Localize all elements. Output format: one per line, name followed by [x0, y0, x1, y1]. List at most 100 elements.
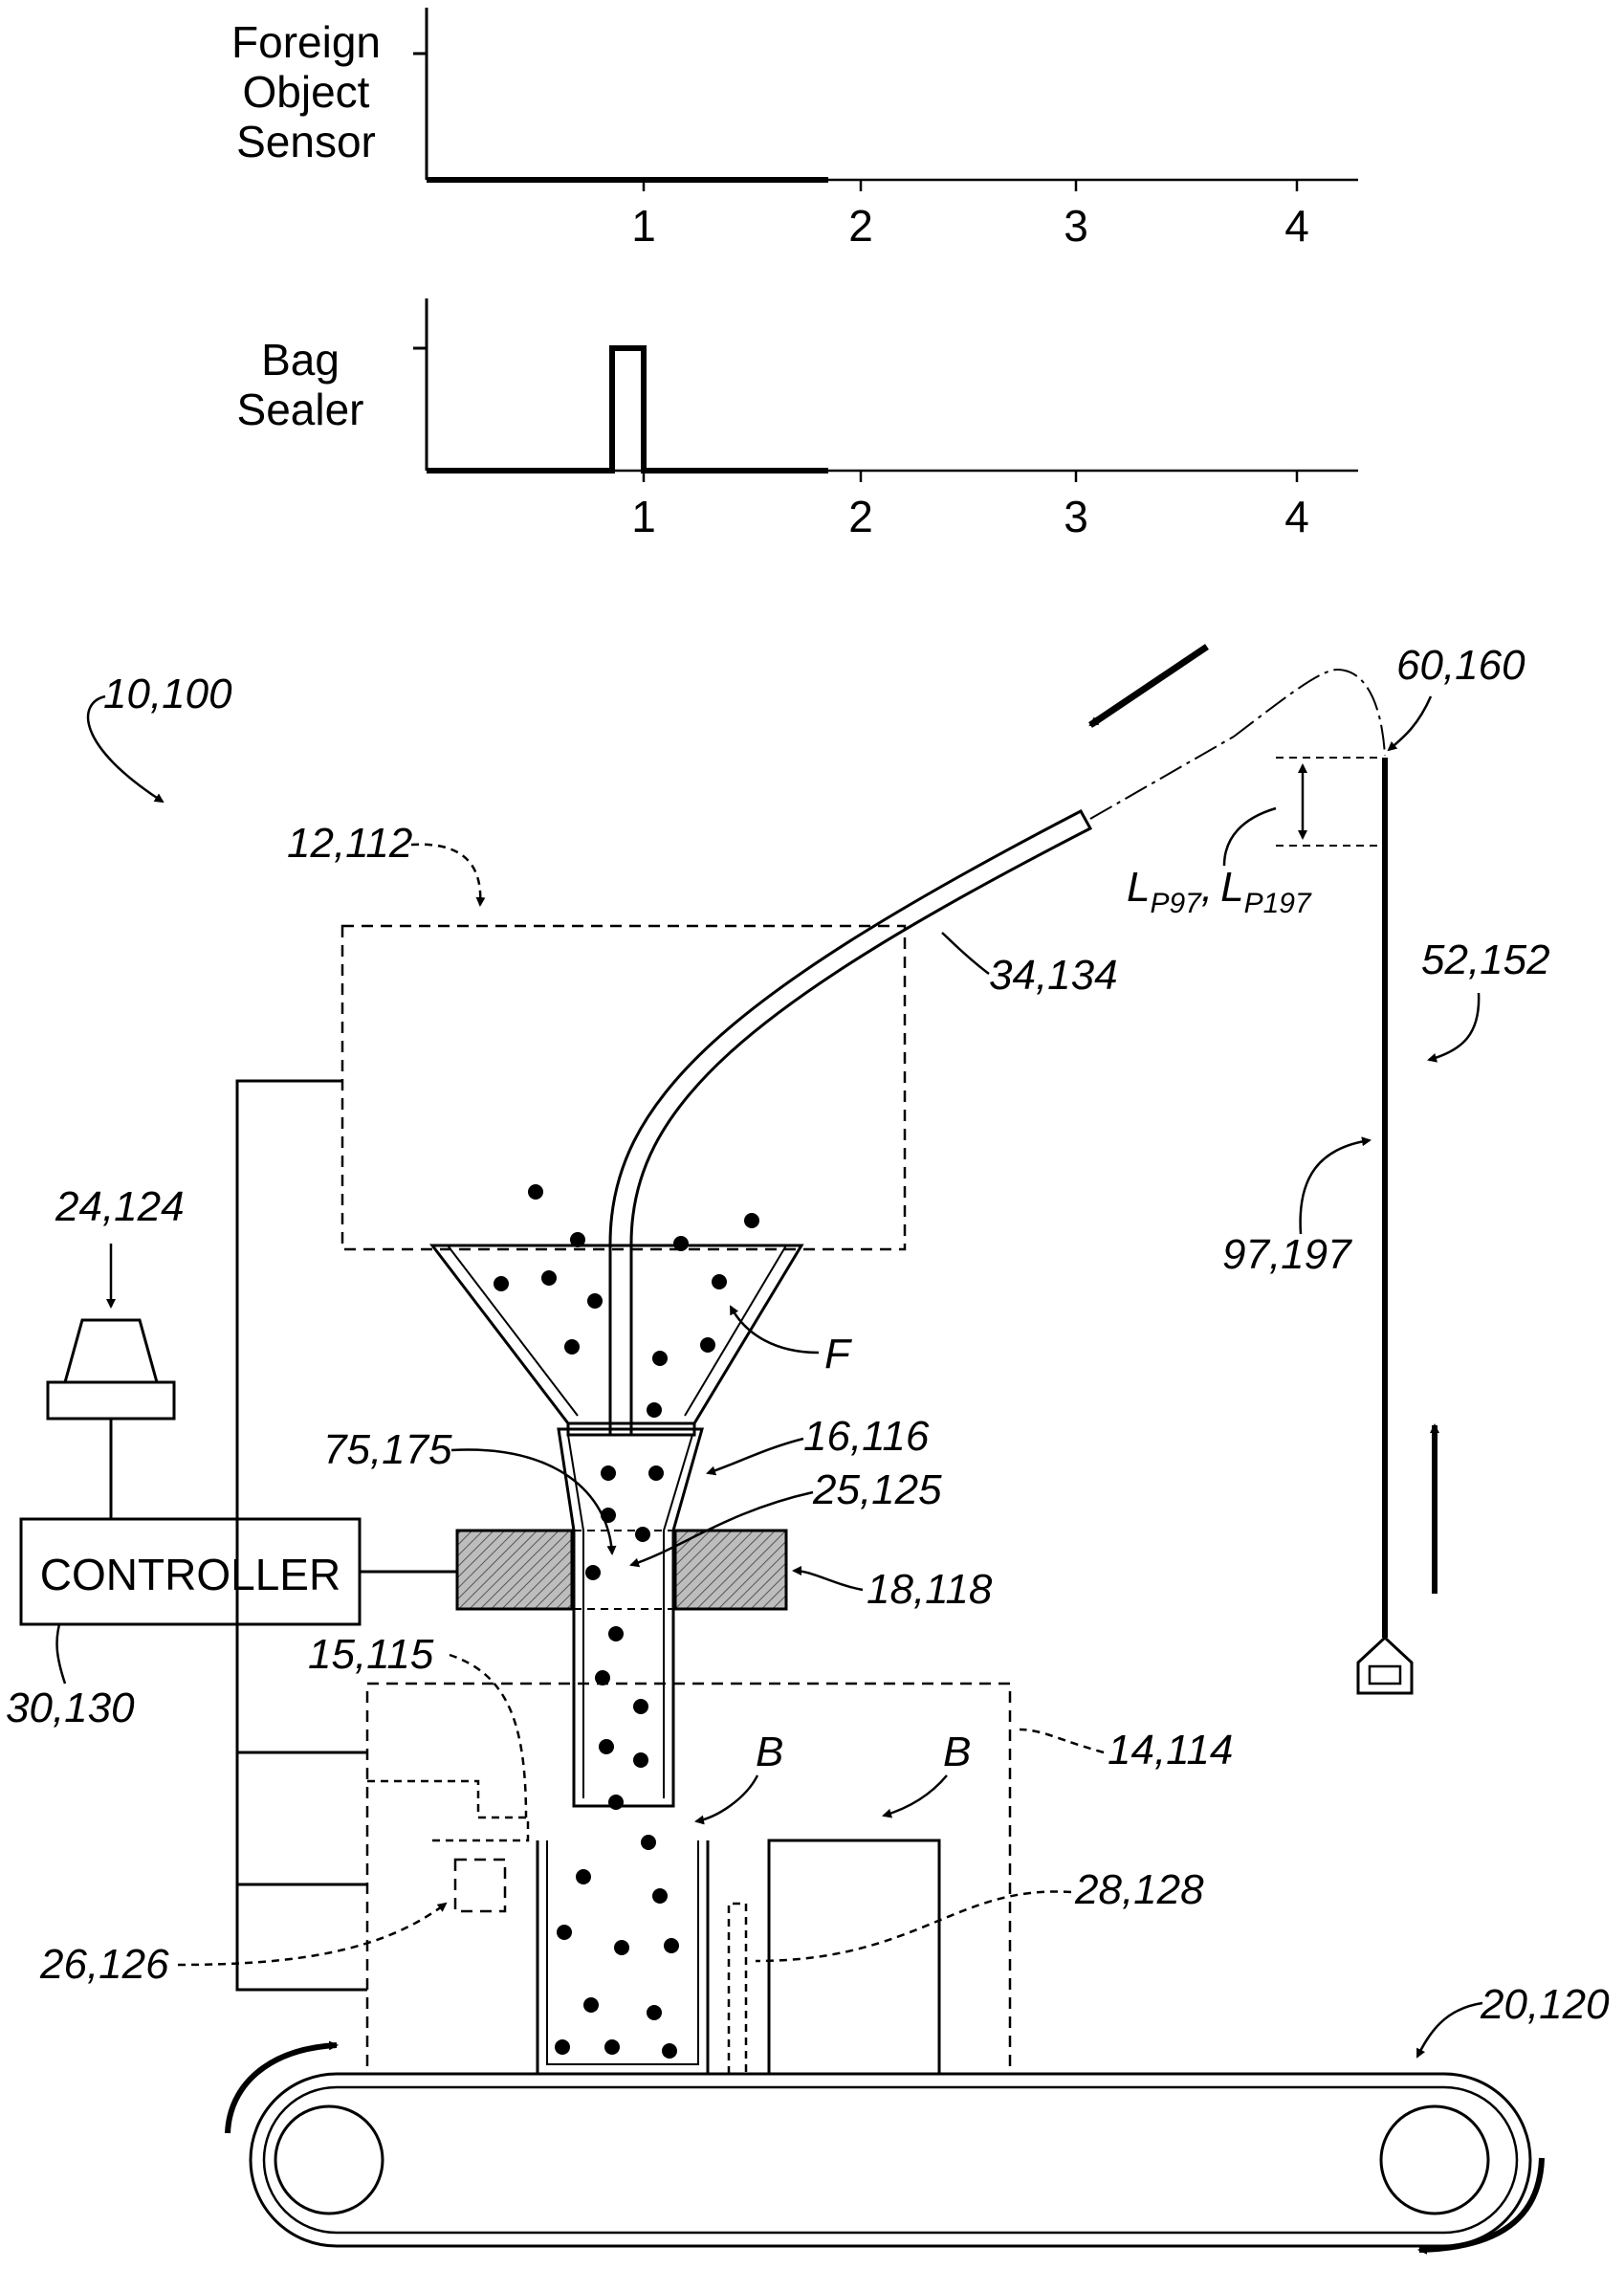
- food-particle: [648, 1465, 664, 1481]
- ref-length-a: L: [1127, 864, 1150, 911]
- ref-funnel-leader: [708, 1439, 803, 1473]
- food-particle: [528, 1184, 543, 1200]
- ref-system: 10,100: [103, 671, 232, 717]
- ref-controller: 30,130: [6, 1685, 135, 1731]
- ref-rod-97-leader: [1301, 1140, 1370, 1234]
- food-particle: [700, 1337, 715, 1353]
- food-particle: [633, 1699, 648, 1714]
- dashed-box-14: [367, 1684, 1010, 2074]
- conveyor-roller-left: [275, 2106, 383, 2214]
- ref-bag-1-leader: [696, 1775, 757, 1821]
- ref-part-28: 28,128: [1074, 1866, 1204, 1913]
- sealer-tick-label-4: 4: [1284, 492, 1309, 541]
- sensor-tick-label-1: 1: [631, 201, 656, 251]
- food-particle: [576, 1869, 591, 1884]
- sensor-tick-label-4: 4: [1284, 201, 1309, 251]
- food-particle: [541, 1270, 557, 1286]
- food-particle: [583, 1997, 599, 2013]
- ref-rod-97: 97,197: [1222, 1231, 1352, 1278]
- ref-bag-2-leader: [884, 1775, 947, 1816]
- ref-sensor: 18,118: [867, 1566, 993, 1613]
- sensor-tick-label-2: 2: [848, 201, 873, 251]
- ref-controller-leader: [57, 1624, 65, 1684]
- food-particle: [647, 2005, 662, 2020]
- food-particle: [673, 1236, 689, 1251]
- wire-controller-bus: [237, 1081, 367, 1990]
- ref-food: F: [824, 1331, 852, 1377]
- ref-bag-2: B: [943, 1729, 971, 1775]
- sensor-ring-left: [457, 1531, 572, 1609]
- sealer-tick-label-2: 2: [848, 492, 873, 541]
- ref-lamp: 24,124: [55, 1183, 185, 1230]
- part-15-shape: [367, 1781, 528, 1840]
- sensor-ring-right: [675, 1531, 786, 1609]
- ref-conveyor-leader: [1417, 2003, 1482, 2057]
- ref-device-52-leader: [1429, 993, 1479, 1060]
- part-28: [729, 1904, 746, 2074]
- sensor-chart-label-line-1: Foreign: [231, 17, 381, 67]
- lamp-dome: [65, 1320, 157, 1382]
- feed-tube-return-path: [1234, 670, 1385, 756]
- food-particle: [564, 1339, 580, 1355]
- sealer-signal-trace: [427, 348, 828, 471]
- ref-length-b-sub: P197: [1244, 888, 1312, 919]
- food-particle: [608, 1626, 624, 1641]
- conveyor-rotation-arrow-right: [1419, 2158, 1542, 2250]
- ref-box-14: 14,114: [1108, 1727, 1233, 1773]
- food-particle: [601, 1508, 616, 1523]
- food-particle: [595, 1670, 610, 1685]
- ref-part-15-leader: [450, 1655, 526, 1817]
- sealer-tick-label-3: 3: [1064, 492, 1088, 541]
- ref-length-sep: ,: [1201, 864, 1213, 911]
- ref-length-b: L: [1220, 864, 1243, 911]
- ref-food-leader: [731, 1307, 819, 1353]
- food-particle: [664, 1938, 679, 1953]
- food-particle: [662, 2043, 677, 2059]
- bag-sealed: [769, 1840, 939, 2074]
- ref-bag-1: B: [756, 1729, 783, 1775]
- conveyor-belt-outer: [251, 2074, 1530, 2246]
- part-26: [455, 1860, 505, 1911]
- sensor-tick-label-3: 3: [1064, 201, 1088, 251]
- food-particle: [608, 1795, 624, 1810]
- ref-rod-top-leader: [1389, 696, 1431, 750]
- food-particle: [652, 1351, 668, 1366]
- sealer-chart-label-line-1: Bag: [261, 335, 340, 385]
- food-particle: [712, 1274, 727, 1289]
- food-particle: [635, 1527, 650, 1542]
- food-particle: [601, 1465, 616, 1481]
- food-particle: [555, 2039, 570, 2055]
- food-particle: [614, 1940, 629, 1955]
- ref-box-12-leader: [411, 845, 480, 905]
- food-particle: [641, 1835, 656, 1850]
- ref-length: LP97,LP197: [1127, 864, 1312, 919]
- food-particle: [585, 1565, 601, 1580]
- food-particle: [744, 1213, 759, 1228]
- ref-sensor-leader: [794, 1571, 863, 1590]
- rod-hook-slot: [1370, 1666, 1400, 1684]
- ref-length-leader: [1224, 808, 1276, 866]
- dashed-box-12: [342, 926, 905, 1249]
- food-particle: [599, 1739, 614, 1754]
- sealer-chart-label-line-2: Sealer: [237, 385, 364, 434]
- feed-tube-extension: [1090, 737, 1234, 819]
- food-particle: [647, 1402, 662, 1418]
- ref-point-75: 75,175: [323, 1426, 452, 1473]
- ref-length-a-sub: P97: [1150, 888, 1202, 919]
- ref-conveyor: 20,120: [1480, 1981, 1610, 2028]
- food-particle: [557, 1925, 572, 1940]
- ref-point-25: 25,125: [812, 1466, 942, 1513]
- food-particle: [570, 1232, 585, 1247]
- ref-funnel: 16,116: [803, 1413, 930, 1460]
- hopper: [432, 1245, 801, 1423]
- feed-tube: [610, 811, 1090, 1435]
- ref-part-26-leader: [178, 1904, 446, 1965]
- food-particle: [652, 1888, 668, 1904]
- food-particle: [633, 1752, 648, 1768]
- bag-filling: [538, 1840, 708, 2074]
- ref-device-52: 52,152: [1421, 936, 1550, 983]
- ref-box-12: 12,112: [287, 820, 412, 867]
- food-particle: [587, 1293, 603, 1309]
- sensor-chart-label-line-3: Sensor: [236, 117, 376, 166]
